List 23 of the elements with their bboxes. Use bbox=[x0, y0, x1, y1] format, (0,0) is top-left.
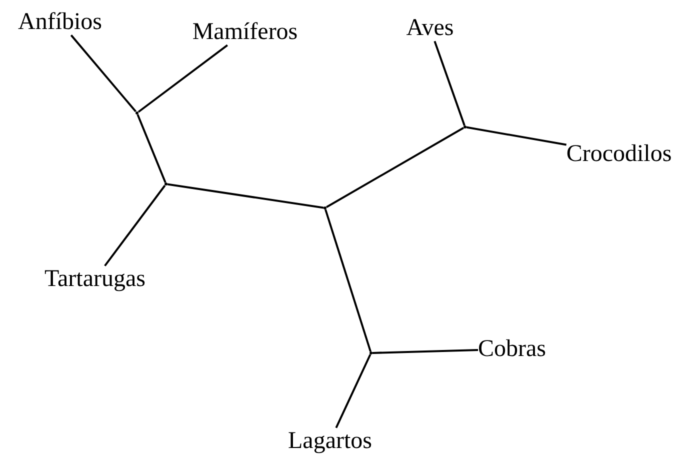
taxon-label: Cobras bbox=[478, 336, 546, 362]
branch-node bbox=[136, 112, 138, 114]
taxon-label: Anfíbios bbox=[18, 8, 102, 36]
taxon-label: Tartarugas bbox=[44, 266, 146, 292]
tree-branch bbox=[70, 34, 136, 112]
tree-branch bbox=[138, 44, 228, 113]
tree-branch bbox=[326, 127, 464, 208]
taxon-label: Lagartos bbox=[288, 428, 372, 454]
taxon-label: Aves bbox=[406, 14, 454, 42]
tree-branch bbox=[372, 348, 478, 354]
tree-branch bbox=[335, 354, 372, 428]
tree-branch bbox=[434, 40, 466, 126]
branch-node bbox=[370, 352, 372, 354]
branch-node bbox=[324, 206, 326, 210]
branch-node bbox=[464, 126, 466, 128]
tree-branch bbox=[466, 126, 566, 146]
tree-branch bbox=[136, 114, 166, 183]
tree-branch bbox=[104, 184, 166, 266]
tree-branch bbox=[324, 209, 372, 352]
branch-node bbox=[164, 182, 168, 186]
taxon-label: Crocodilos bbox=[566, 140, 672, 168]
tree-branch bbox=[167, 183, 324, 209]
taxon-label: Mamíferos bbox=[192, 18, 298, 46]
